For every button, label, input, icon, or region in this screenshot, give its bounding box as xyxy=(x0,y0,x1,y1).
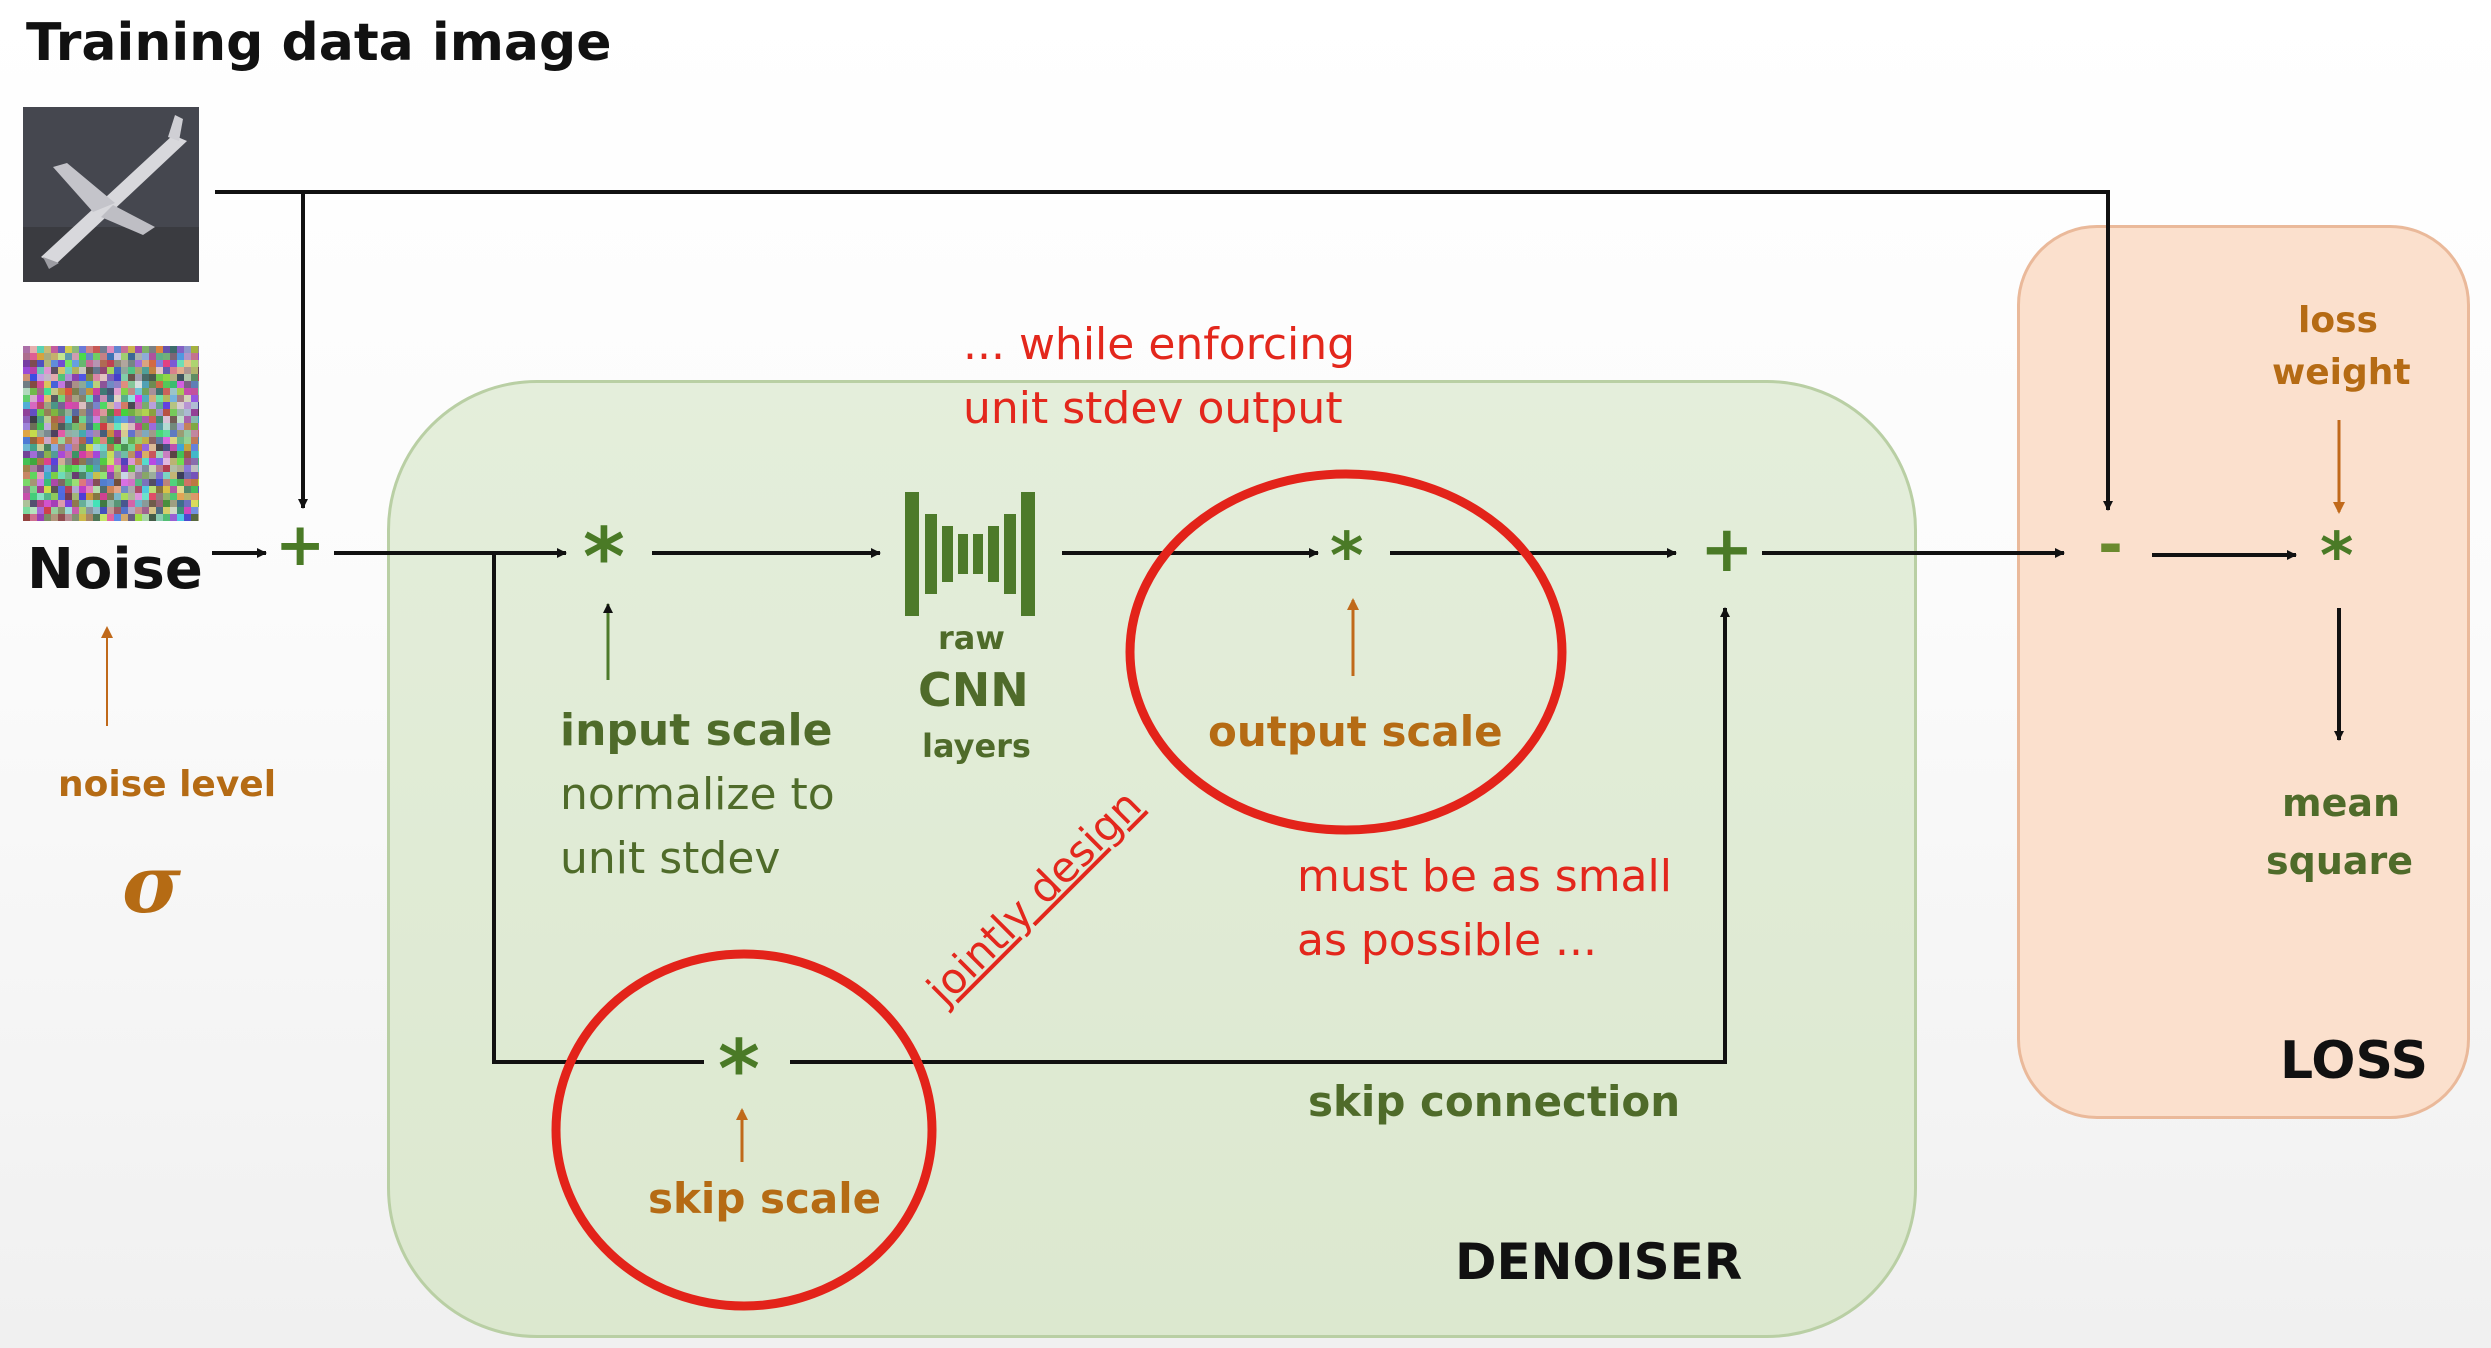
airplane-icon xyxy=(23,107,199,282)
loss-weight-line1: loss xyxy=(2298,300,2378,341)
noise-level-label: noise level xyxy=(58,764,277,805)
training-data-title: Training data image xyxy=(26,13,612,73)
small-line2: as possible ... xyxy=(1297,915,1597,966)
enforcing-line2: unit stdev output xyxy=(963,383,1343,434)
skip-to-add-arrow xyxy=(790,607,1730,1064)
loss-label: LOSS xyxy=(2280,1031,2429,1091)
cnn-layers-label: layers xyxy=(922,727,1031,765)
output-scale-label: output scale xyxy=(1208,707,1503,756)
noise-label: Noise xyxy=(27,537,203,602)
output-scale-red-circle xyxy=(1125,469,1567,835)
sigma-symbol: σ xyxy=(122,837,181,931)
small-line1: must be as small xyxy=(1297,851,1672,902)
noise-pattern-icon xyxy=(23,346,199,521)
enforcing-line1: ... while enforcing xyxy=(963,319,1356,370)
input-scale-label: input scale xyxy=(560,705,833,756)
mean-line2: square xyxy=(2266,839,2414,883)
input-multiply-operator: * xyxy=(583,511,625,604)
normalize-line2: unit stdev xyxy=(560,833,781,884)
output-add-operator: + xyxy=(1700,513,1754,587)
cnn-main-label: CNN xyxy=(918,663,1029,717)
airplane-image xyxy=(23,107,199,282)
denoiser-label: DENOISER xyxy=(1455,1233,1743,1291)
cnn-raw-label: raw xyxy=(938,619,1005,657)
skip-branch-line xyxy=(492,553,704,1064)
loss-minus-operator: - xyxy=(2098,510,2123,580)
skip-connection-label: skip connection xyxy=(1308,1077,1681,1126)
skip-scale-label: skip scale xyxy=(648,1174,882,1223)
noise-add-operator: + xyxy=(275,510,326,580)
normalize-line1: normalize to xyxy=(560,769,835,820)
loss-multiply-operator: * xyxy=(2320,520,2354,594)
loss-weight-line2: weight xyxy=(2272,352,2411,393)
output-multiply-operator: * xyxy=(1330,520,1364,594)
noise-image xyxy=(23,346,199,521)
denoiser-box xyxy=(387,380,1917,1338)
cnn-icon xyxy=(905,492,1035,616)
skip-scale-red-circle xyxy=(551,949,937,1311)
skip-multiply-operator: * xyxy=(718,1023,760,1116)
mean-line1: mean xyxy=(2282,781,2401,825)
loss-box xyxy=(2017,225,2470,1119)
image-to-loss-arrow xyxy=(215,190,2113,511)
